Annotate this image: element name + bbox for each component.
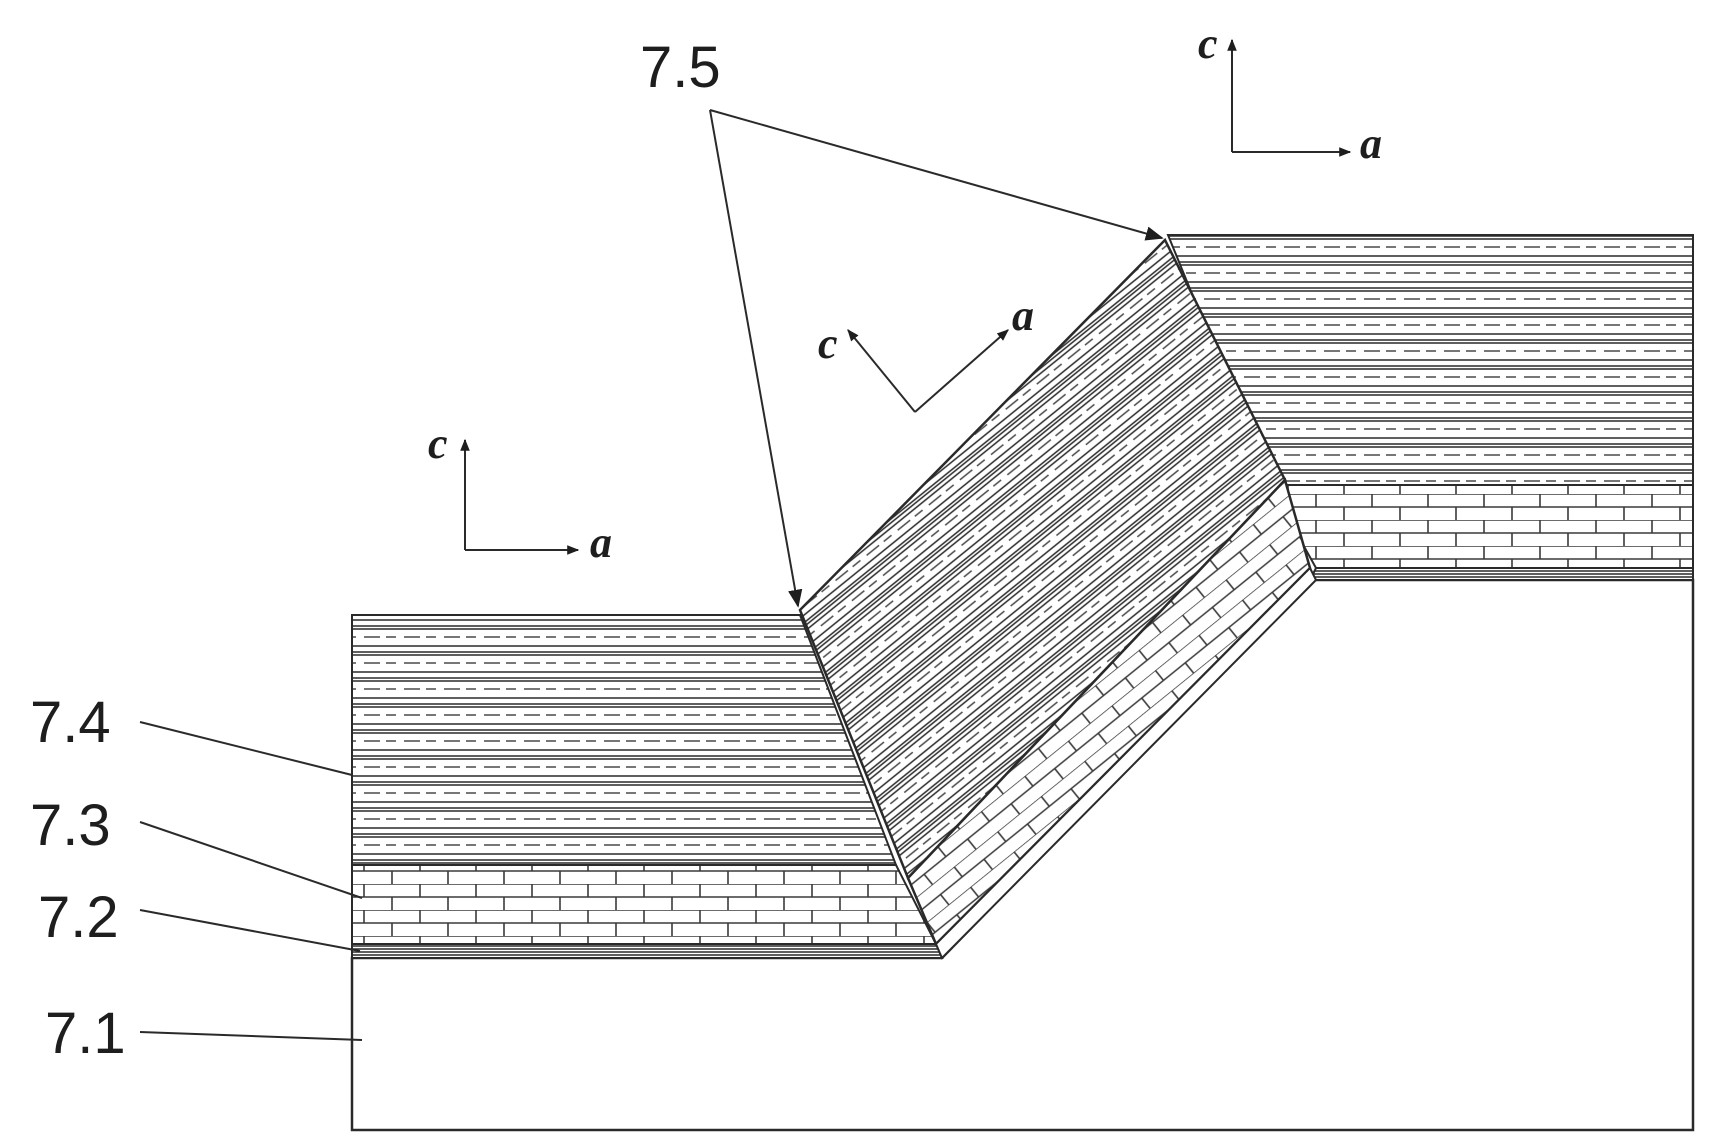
- axis-label-a-rotated: a: [1012, 291, 1034, 340]
- label-facet: 7.5: [640, 35, 721, 100]
- facet-arrow-left: [709, 109, 803, 608]
- label-brick-layer: 7.3: [30, 793, 111, 858]
- axis-label-a-left: a: [590, 518, 612, 567]
- leader-brick-layer: [139, 821, 363, 899]
- leader-interlayer: [139, 909, 361, 952]
- axis-triad-left: c a: [428, 419, 612, 567]
- right-brick-layer: [1268, 484, 1694, 569]
- left-brick-layer: [351, 864, 938, 945]
- leader-substrate: [139, 1031, 363, 1041]
- axis-label-c-left: c: [428, 419, 448, 468]
- axis-label-c-rotated: c: [818, 319, 838, 368]
- right-interlayer: [1308, 567, 1694, 581]
- left-interlayer: [351, 943, 944, 959]
- axis-triad-top: c a: [1198, 19, 1382, 168]
- facet-interlayer: [934, 566, 1318, 960]
- facet-arrow-right: [709, 109, 1164, 241]
- left-striped-layer: [351, 614, 898, 866]
- leader-striped-layer: [139, 721, 353, 776]
- label-substrate: 7.1: [45, 1001, 126, 1066]
- axis-triad-rotated: c a: [818, 291, 1034, 413]
- axis-label-c-top: c: [1198, 19, 1218, 68]
- label-striped-layer: 7.4: [30, 690, 111, 755]
- label-interlayer: 7.2: [38, 885, 119, 950]
- axis-label-a-top: a: [1360, 119, 1382, 168]
